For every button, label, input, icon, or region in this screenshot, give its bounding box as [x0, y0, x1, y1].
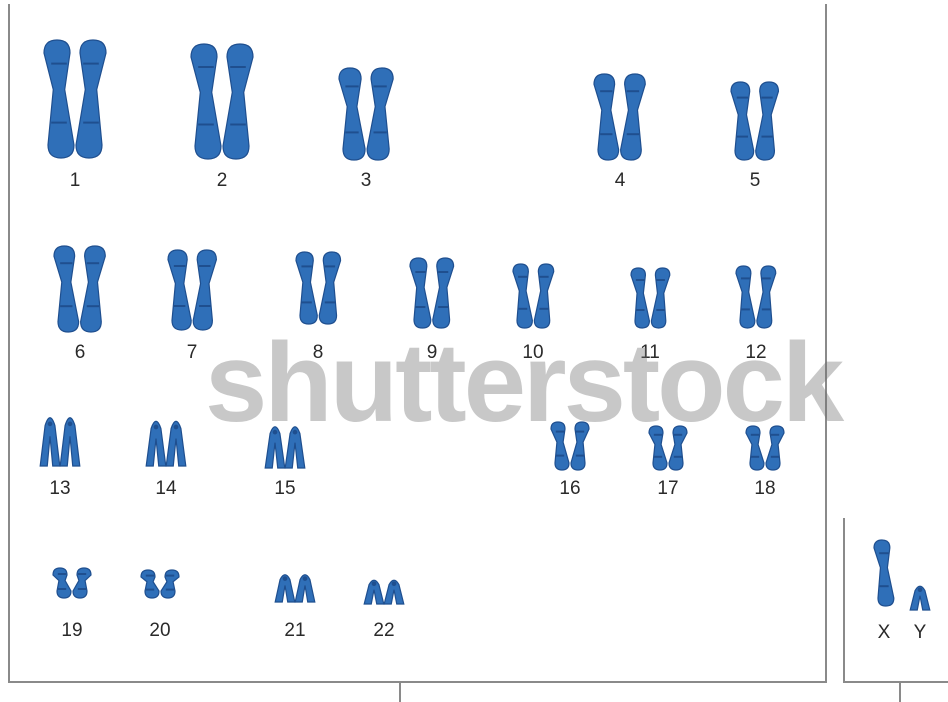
autosome-panel-bottom-tick	[399, 681, 401, 702]
chromosome-19	[42, 566, 102, 600]
chromosome-20	[130, 568, 190, 600]
autosome-panel-bottom-border	[8, 681, 827, 683]
watermark: shutterstock	[205, 318, 841, 447]
chromosome-8	[285, 250, 352, 326]
chromosome-label-7: 7	[187, 342, 198, 364]
chromosome-label-20: 20	[149, 620, 170, 642]
chromosome-label-16: 16	[559, 478, 580, 500]
sex-panel-bottom-border	[843, 681, 948, 683]
chromosome-label-3: 3	[361, 170, 372, 192]
chromosome-x	[866, 538, 902, 608]
chromosome-label-19: 19	[61, 620, 82, 642]
chromosome-label-2: 2	[217, 170, 228, 192]
chromosome-1	[33, 38, 117, 160]
autosome-panel-left-border	[8, 4, 10, 682]
chromosome-21	[265, 570, 325, 604]
chromosome-label-13: 13	[49, 478, 70, 500]
chromosome-2	[180, 42, 264, 161]
chromosome-y	[903, 582, 937, 612]
chromosome-6	[43, 244, 116, 334]
sex-panel-bottom-tick	[899, 681, 901, 702]
chromosome-3	[328, 66, 404, 162]
chromosome-label-1: 1	[70, 170, 81, 192]
chromosome-14	[136, 414, 196, 468]
chromosome-label-15: 15	[274, 478, 295, 500]
chromosome-label-x: X	[878, 622, 891, 644]
chromosome-label-4: 4	[615, 170, 626, 192]
chromosome-label-5: 5	[750, 170, 761, 192]
chromosome-label-y: Y	[914, 622, 927, 644]
sex-panel-left-border	[843, 518, 845, 683]
chromosome-label-14: 14	[155, 478, 176, 500]
chromosome-label-6: 6	[75, 342, 86, 364]
chromosome-4	[583, 72, 656, 162]
chromosome-label-21: 21	[284, 620, 305, 642]
chromosome-5	[720, 80, 789, 162]
chromosome-label-22: 22	[373, 620, 394, 642]
chromosome-13	[30, 410, 90, 468]
chromosome-22	[354, 576, 414, 606]
chromosome-label-18: 18	[754, 478, 775, 500]
chromosome-label-17: 17	[657, 478, 678, 500]
